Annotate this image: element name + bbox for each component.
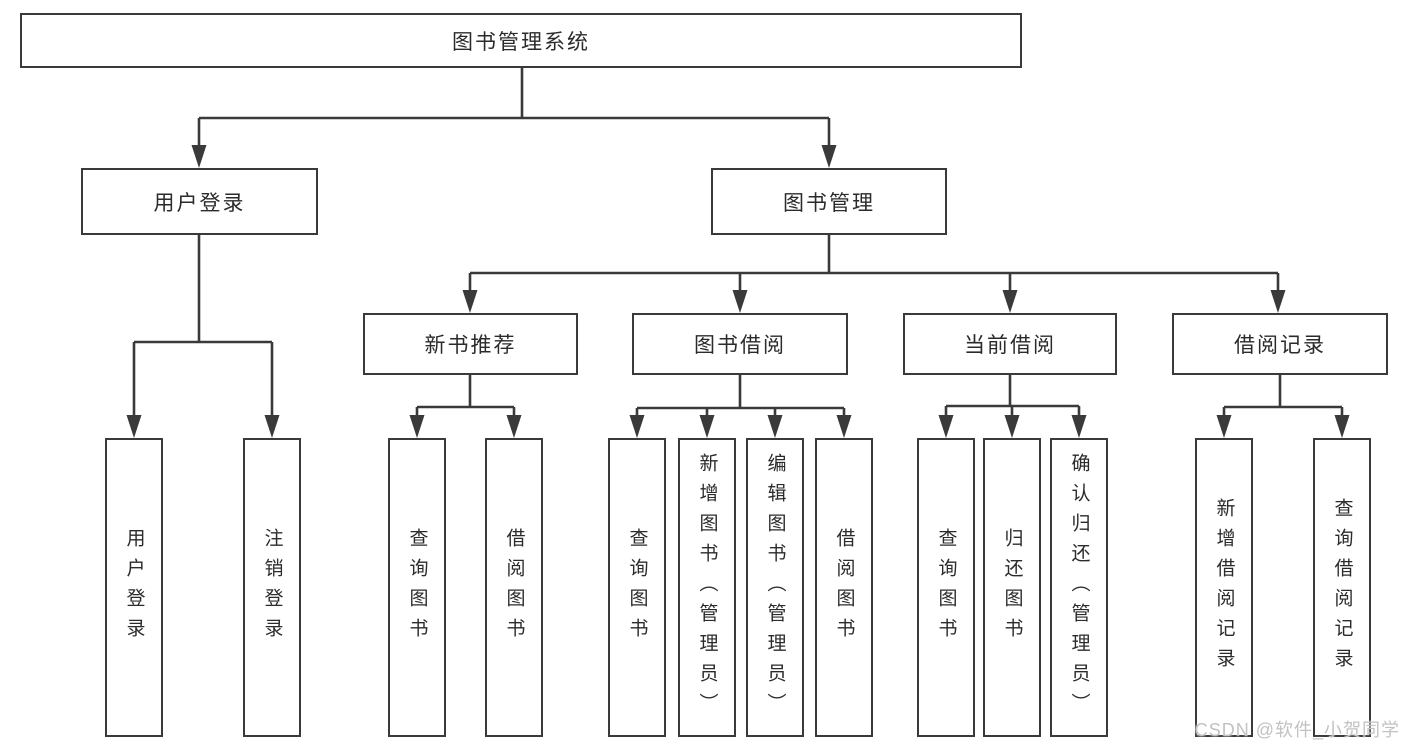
leaf-query-books-recommend: 查询图书	[388, 438, 446, 737]
leaf-query-books-borrow: 查询图书	[608, 438, 666, 737]
node-book-management: 图书管理	[711, 168, 947, 235]
node-label: 借阅图书	[833, 527, 855, 648]
leaf-return-books: 归还图书	[983, 438, 1041, 737]
node-library-system: 图书管理系统	[20, 13, 1022, 68]
node-label: 查询图书	[935, 527, 957, 648]
node-label: 图书管理系统	[452, 30, 590, 54]
node-label: 新书推荐	[424, 334, 517, 357]
node-new-book-recommend: 新书推荐	[363, 313, 578, 375]
node-borrow-records: 借阅记录	[1172, 313, 1388, 375]
leaf-edit-books-admin: 编辑图书（管理员）	[746, 438, 804, 737]
leaf-add-borrow-record: 新增借阅记录	[1195, 438, 1253, 737]
node-label: 编辑图书（管理员）	[764, 452, 786, 723]
leaf-add-books-admin: 新增图书（管理员）	[678, 438, 736, 737]
leaf-confirm-return-admin: 确认归还（管理员）	[1050, 438, 1108, 737]
node-label: 图书管理	[783, 191, 875, 215]
node-label: 归还图书	[1001, 527, 1023, 648]
node-label: 确认归还（管理员）	[1068, 452, 1090, 723]
node-label: 新增借阅记录	[1213, 497, 1235, 678]
node-current-borrow: 当前借阅	[903, 313, 1117, 375]
csdn-watermark: CSDN @软件_小贺同学	[1194, 720, 1400, 740]
node-label: 用户登录	[123, 527, 145, 648]
leaf-borrow-books: 借阅图书	[815, 438, 873, 737]
node-label: 用户登录	[153, 191, 246, 215]
node-book-borrow: 图书借阅	[632, 313, 848, 375]
node-label: 查询图书	[626, 527, 648, 648]
node-label: 借阅记录	[1234, 334, 1326, 357]
leaf-user-login: 用户登录	[105, 438, 163, 737]
leaf-query-books-current: 查询图书	[917, 438, 975, 737]
node-label: 图书借阅	[694, 334, 786, 357]
node-label: 查询图书	[406, 527, 428, 648]
node-label: 注销登录	[261, 527, 283, 648]
node-user-login-branch: 用户登录	[81, 168, 318, 235]
node-label: 当前借阅	[964, 334, 1056, 357]
leaf-borrow-books-recommend: 借阅图书	[485, 438, 543, 737]
leaf-logout: 注销登录	[243, 438, 301, 737]
node-label: 查询借阅记录	[1331, 497, 1353, 678]
leaf-query-borrow-record: 查询借阅记录	[1313, 438, 1371, 737]
node-label: 借阅图书	[503, 527, 525, 648]
node-label: 新增图书（管理员）	[696, 452, 718, 723]
